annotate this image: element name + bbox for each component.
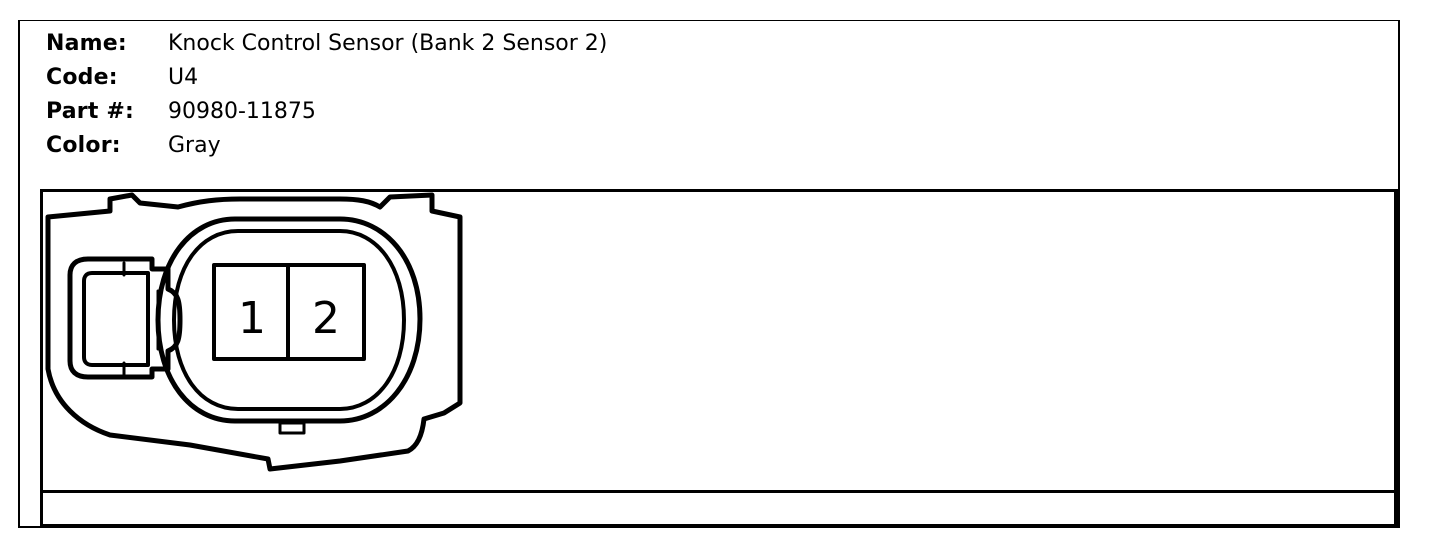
pin-1-label: 1 <box>238 293 266 344</box>
color-label: Color: <box>46 133 121 158</box>
pin-2-label: 2 <box>312 293 340 344</box>
color-value: Gray <box>168 133 221 158</box>
part-number-label: Part #: <box>46 99 135 124</box>
connector-latch-outer <box>67 256 183 380</box>
code-label: Code: <box>46 65 118 90</box>
connector-inner-oval <box>172 229 406 411</box>
connector-outer-oval <box>155 216 423 424</box>
diagram-bottom-border <box>40 524 1398 528</box>
connector-latch-inner <box>82 271 150 367</box>
name-label: Name: <box>46 31 127 56</box>
part-number-value: 90980-11875 <box>168 99 316 124</box>
code-value: U4 <box>168 65 199 90</box>
name-value: Knock Control Sensor (Bank 2 Sensor 2) <box>168 31 608 56</box>
connector-diagram-frame <box>40 189 1398 528</box>
connector-face-drawing: 1 2 <box>45 192 463 472</box>
connector-housing-outline <box>45 192 463 472</box>
diagram-divider <box>40 490 1398 493</box>
